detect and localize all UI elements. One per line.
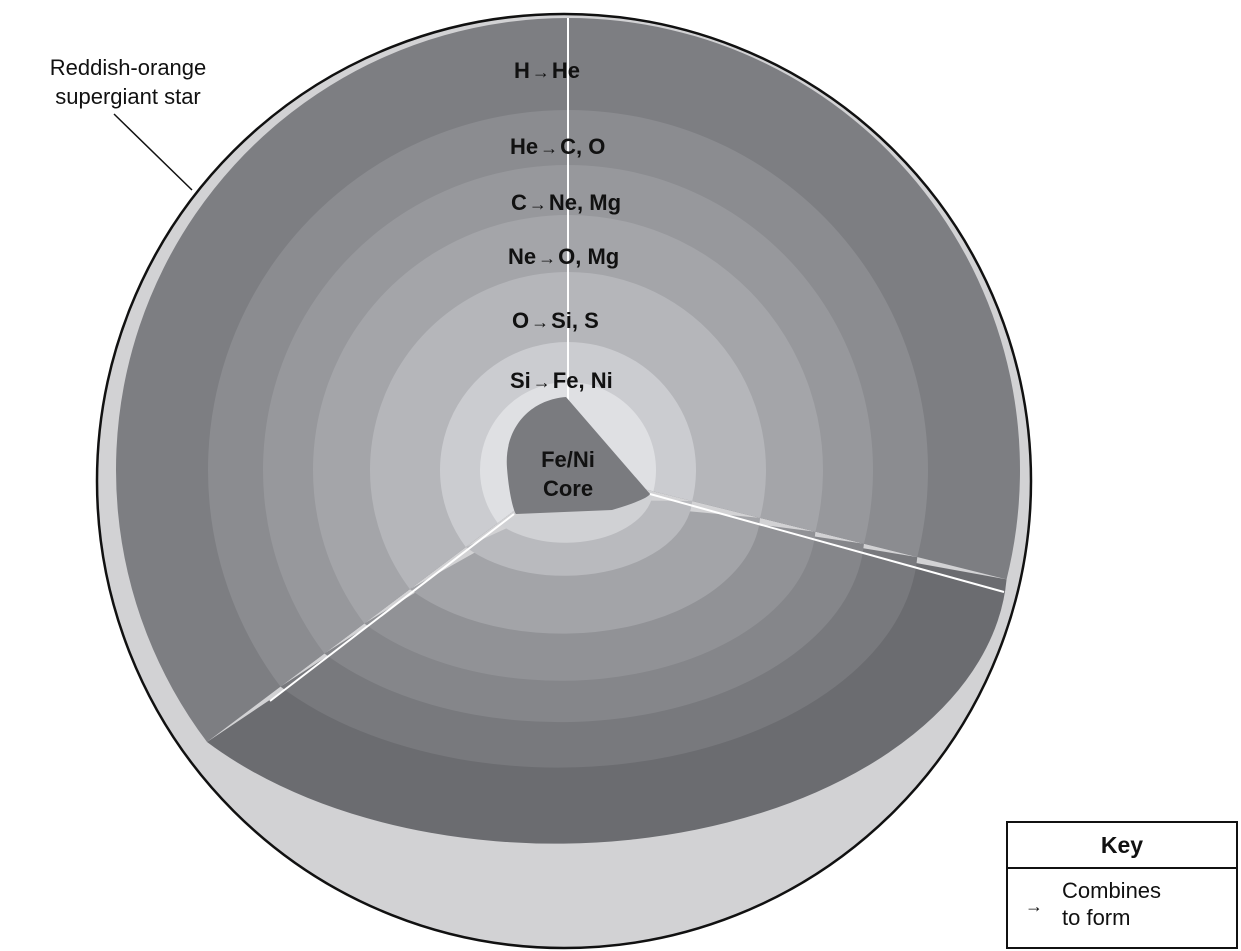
arrow-icon: →	[1025, 896, 1043, 916]
shell-label-si: Si→Fe, Ni	[510, 368, 613, 393]
product: Ne, Mg	[549, 190, 621, 215]
arrow-icon: →	[531, 312, 549, 332]
product: Si, S	[551, 308, 599, 333]
fe-ni-core	[506, 397, 650, 514]
arrow-icon: →	[529, 194, 547, 214]
reactant: Ne	[508, 244, 536, 269]
arrow-icon: →	[538, 248, 556, 268]
star-label-line2: supergiant star	[55, 84, 201, 109]
cutaway-edge-left	[269, 513, 515, 702]
star-label-leader-line	[113, 113, 193, 191]
product: He	[552, 58, 580, 83]
cutaway-edges	[269, 18, 1005, 702]
shell-label-o: O→Si, S	[512, 308, 599, 333]
cutaway-edge-right	[649, 493, 1005, 593]
star-label-line1: Reddish-orange	[50, 55, 207, 80]
key-border	[1006, 821, 1238, 949]
arrow-icon: →	[533, 372, 551, 392]
key-line2: to form	[1062, 905, 1130, 930]
reactant: C	[511, 190, 527, 215]
arrow-icon: →	[532, 62, 550, 82]
product: O, Mg	[558, 244, 619, 269]
reactant: Si	[510, 368, 531, 393]
arrow-icon: →	[540, 138, 558, 158]
product: C, O	[560, 134, 605, 159]
shell-label-c: C→Ne, Mg	[511, 190, 621, 215]
product: Fe, Ni	[553, 368, 613, 393]
key-box: Key → Combines to form	[1006, 821, 1238, 949]
shell-label-he: He→C, O	[510, 134, 605, 159]
core-label-line1: Fe/Ni	[541, 447, 595, 472]
reactant: He	[510, 134, 538, 159]
core-label-line2: Core	[543, 476, 593, 501]
shell-labels: H→He He→C, O C→Ne, Mg Ne→O, Mg O→Si, S S…	[508, 58, 621, 393]
key-title: Key	[1101, 832, 1143, 858]
reactant: O	[512, 308, 529, 333]
key-line1: Combines	[1062, 878, 1161, 903]
shell-label-h: H→He	[514, 58, 580, 83]
shell-label-ne: Ne→O, Mg	[508, 244, 619, 269]
reactant: H	[514, 58, 530, 83]
